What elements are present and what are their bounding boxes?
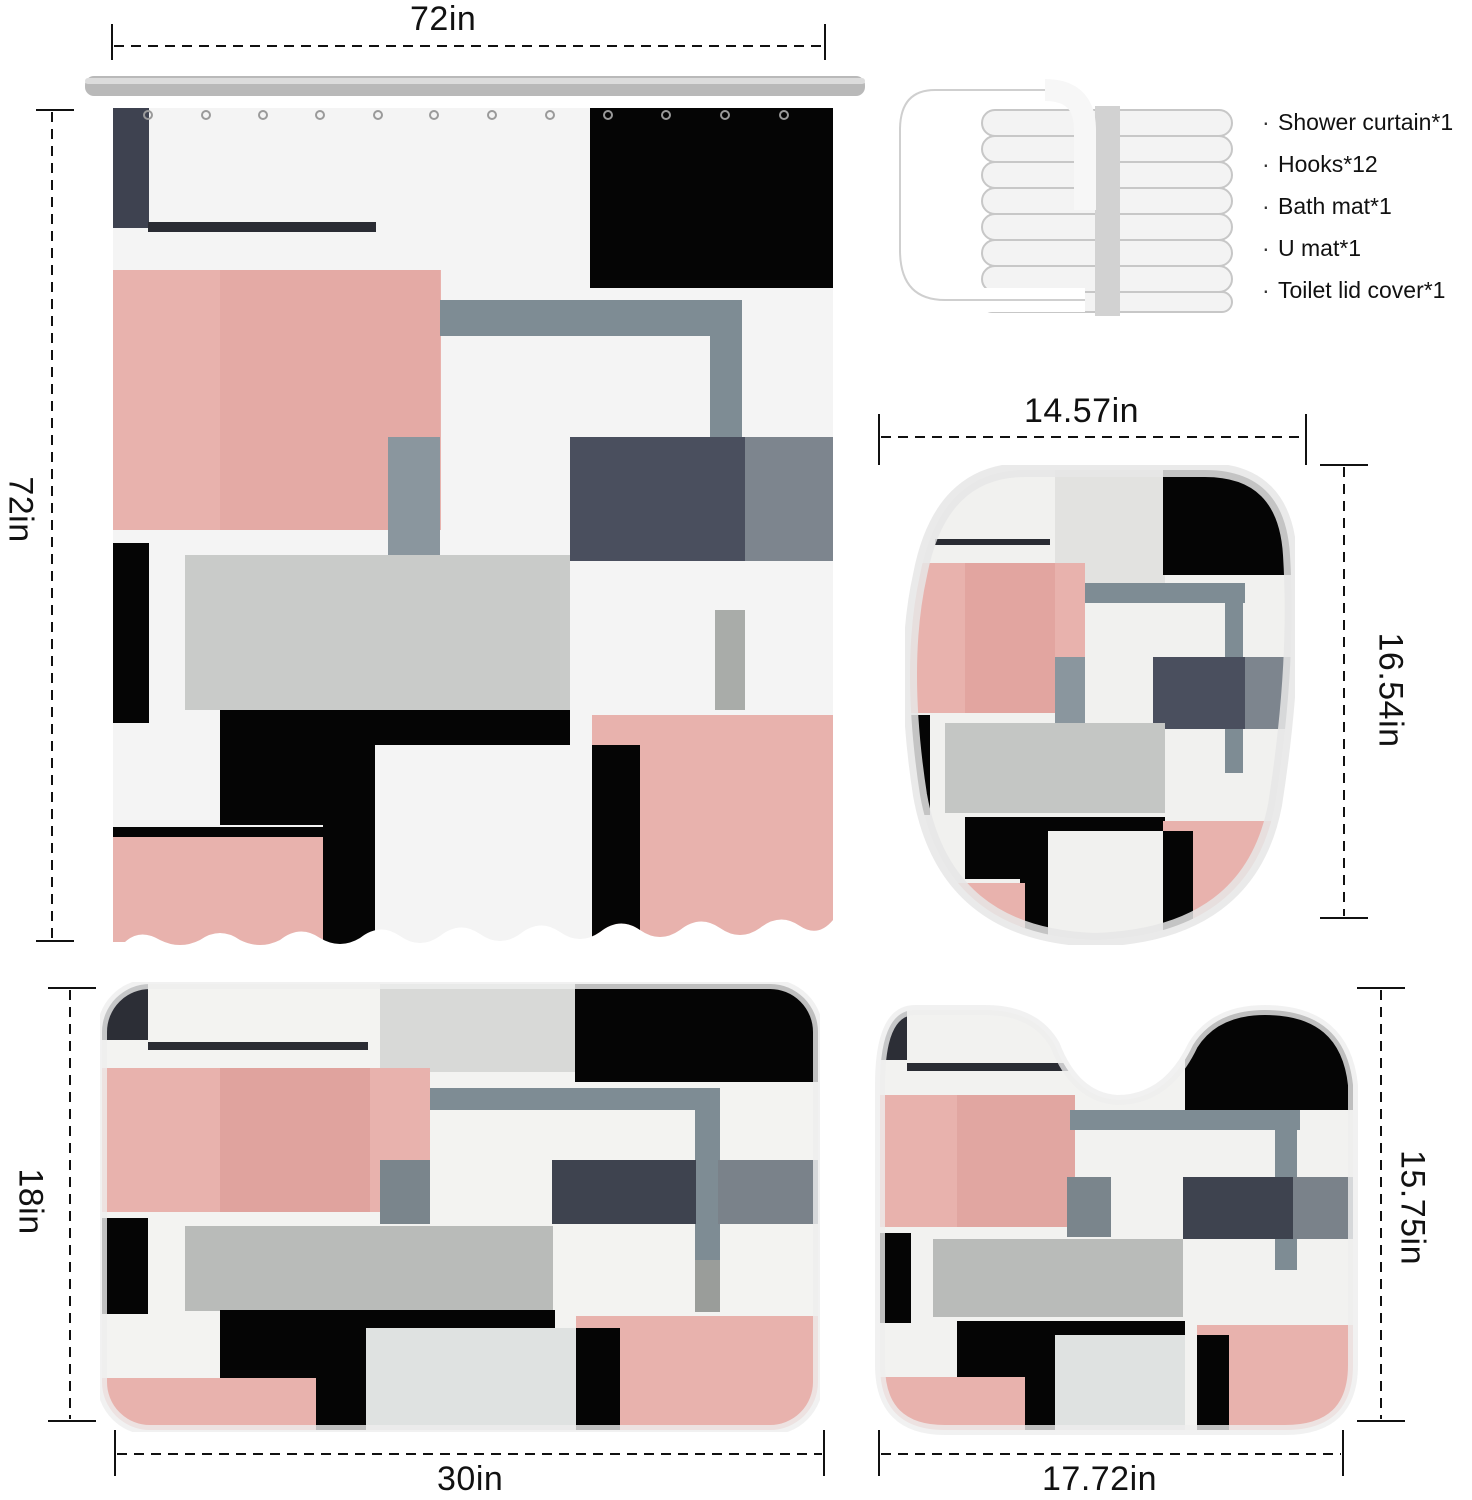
curtain-height-dimension: 72in xyxy=(0,105,80,945)
lid-width-line xyxy=(878,414,1307,465)
contents-item-label: U mat*1 xyxy=(1278,235,1362,261)
curtain-width-label: 72in xyxy=(410,0,477,38)
package-contents: ·Shower curtain*1 ·Hooks*12 ·Bath mat*1 … xyxy=(1262,101,1472,311)
lid-width-dimension: 14.57in xyxy=(876,390,1311,470)
curtain-height-line xyxy=(36,109,74,942)
bullet: · xyxy=(1262,151,1270,177)
u-mat-image xyxy=(875,1005,1360,1435)
bath-mat-width-dimension: 30in xyxy=(112,1428,828,1500)
shower-curtain-image xyxy=(80,70,870,950)
contents-item: · Bath mat*1 xyxy=(1262,185,1472,227)
u-mat-height-line xyxy=(1357,987,1405,1422)
contents-item: · Toilet lid cover*1 xyxy=(1262,269,1472,311)
contents-item-label: Bath mat*1 xyxy=(1278,193,1392,219)
bath-mat-height-line xyxy=(48,987,96,1422)
u-mat-width-line xyxy=(878,1430,1344,1476)
bullet: · xyxy=(1262,235,1270,261)
lid-width-label: 14.57in xyxy=(1024,392,1140,430)
u-mat-width-dimension: 17.72in xyxy=(876,1428,1348,1500)
contents-item: · Hooks*12 xyxy=(1262,143,1472,185)
bath-mat-width-label: 30in xyxy=(437,1460,504,1498)
contents-list: ·Shower curtain*1 ·Hooks*12 ·Bath mat*1 … xyxy=(1262,101,1472,311)
bullet: · xyxy=(1262,109,1270,135)
bath-mat-height-dimension: 18in xyxy=(0,985,100,1425)
contents-item-label: Toilet lid cover*1 xyxy=(1278,277,1446,303)
bath-mat-image xyxy=(100,982,820,1432)
curtain-width-line xyxy=(111,24,826,60)
toilet-lid-cover-image xyxy=(905,465,1295,945)
u-mat-height-dimension: 15.75in xyxy=(1355,985,1472,1425)
bullet: · xyxy=(1262,193,1270,219)
curtain-width-dimension: 72in xyxy=(110,0,830,60)
curtain-height-label: 72in xyxy=(1,476,40,543)
contents-item: · Shower curtain*1 xyxy=(1262,101,1472,143)
lid-height-label: 16.54in xyxy=(1371,632,1410,748)
lid-height-line xyxy=(1320,464,1368,919)
bath-mat-width-line xyxy=(114,1430,825,1476)
u-mat-height-label: 15.75in xyxy=(1393,1149,1432,1266)
contents-item: · U mat*1 xyxy=(1262,227,1472,269)
u-mat-width-label: 17.72in xyxy=(1042,1460,1158,1498)
lid-height-dimension: 16.54in xyxy=(1310,462,1410,922)
bath-mat-height-label: 18in xyxy=(11,1168,50,1235)
bullet: · xyxy=(1262,277,1270,303)
hooks-image xyxy=(890,70,1240,320)
contents-item-label: Shower curtain*1 xyxy=(1278,109,1454,135)
contents-item-label: Hooks*12 xyxy=(1278,151,1378,177)
